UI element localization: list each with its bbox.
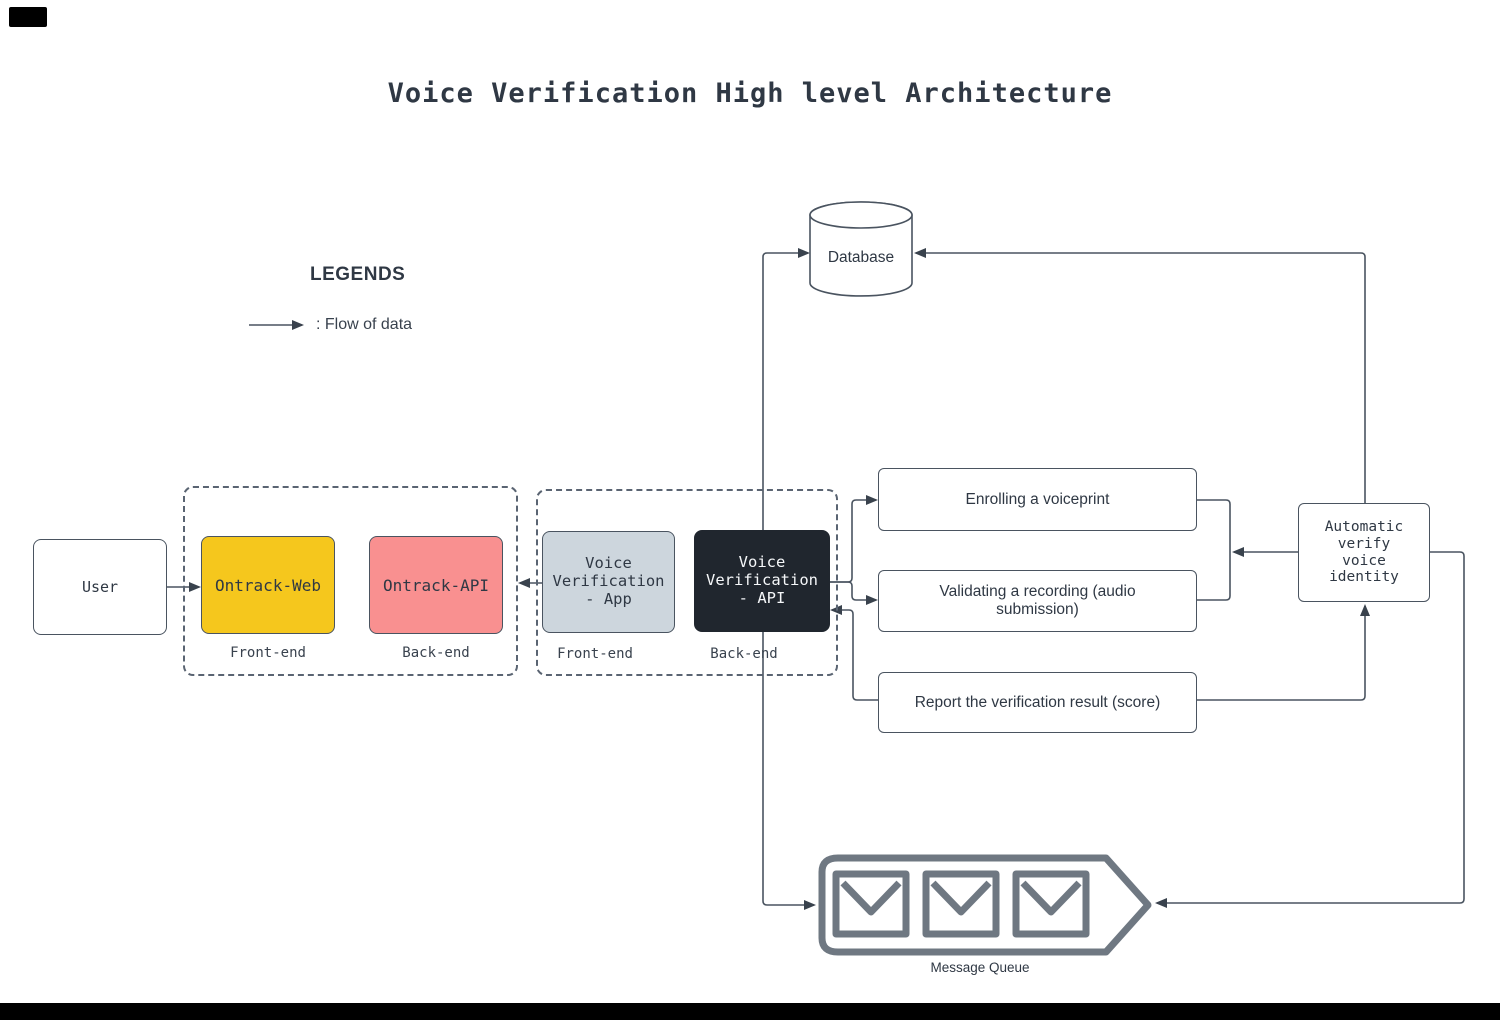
legend-flow-label: : Flow of data (316, 316, 413, 333)
node-voice-verification-api: Voice Verification - API (694, 530, 830, 632)
envelope-icon (922, 870, 1000, 938)
corner-mark (9, 7, 47, 27)
node-voice-verification-app: Voice Verification - App (542, 531, 675, 633)
group-voice-verification (536, 489, 838, 676)
edge-autoverify-to-database (914, 248, 1366, 503)
group-ontrack (183, 486, 518, 676)
node-ontrack-api: Ontrack-API (369, 536, 503, 634)
node-automatic-verify: Automatic verify voice identity (1298, 503, 1430, 602)
edge-vvapi-to-database (762, 248, 810, 600)
edge-autoverify-to-queue (1155, 551, 1465, 908)
node-user: User (33, 539, 167, 635)
database-label: Database (827, 249, 895, 266)
envelope-icon (832, 870, 910, 938)
label-frontend-vv: Front-end (557, 646, 633, 662)
node-enrolling-voiceprint: Enrolling a voiceprint (878, 468, 1197, 531)
bracket-enrolling-validating (1197, 499, 1231, 601)
message-queue-icon (818, 854, 1152, 956)
message-queue-label: Message Queue (930, 960, 1030, 975)
envelope-icon (1012, 870, 1090, 938)
page-title: Voice Verification High level Architectu… (387, 78, 1113, 109)
edge-vvapi-to-queue (762, 600, 816, 910)
bottom-bar (0, 1003, 1500, 1020)
label-backend-vv: Back-end (710, 646, 778, 662)
legend-row: : Flow of data (248, 312, 508, 338)
node-report-result: Report the verification result (score) (878, 672, 1197, 733)
database-icon (809, 201, 913, 297)
edge-report-to-vvapi (830, 605, 878, 701)
node-validating-recording: Validating a recording (audio submission… (878, 570, 1197, 632)
legend-heading: LEGENDS (310, 264, 406, 285)
label-backend-ontrack: Back-end (402, 645, 470, 661)
label-frontend-ontrack: Front-end (230, 645, 306, 661)
node-ontrack-web: Ontrack-Web (201, 536, 335, 634)
edge-report-to-autoverify (1197, 604, 1370, 701)
flow-arrow-icon (249, 320, 304, 330)
edge-vvapi-to-validating (830, 581, 878, 605)
